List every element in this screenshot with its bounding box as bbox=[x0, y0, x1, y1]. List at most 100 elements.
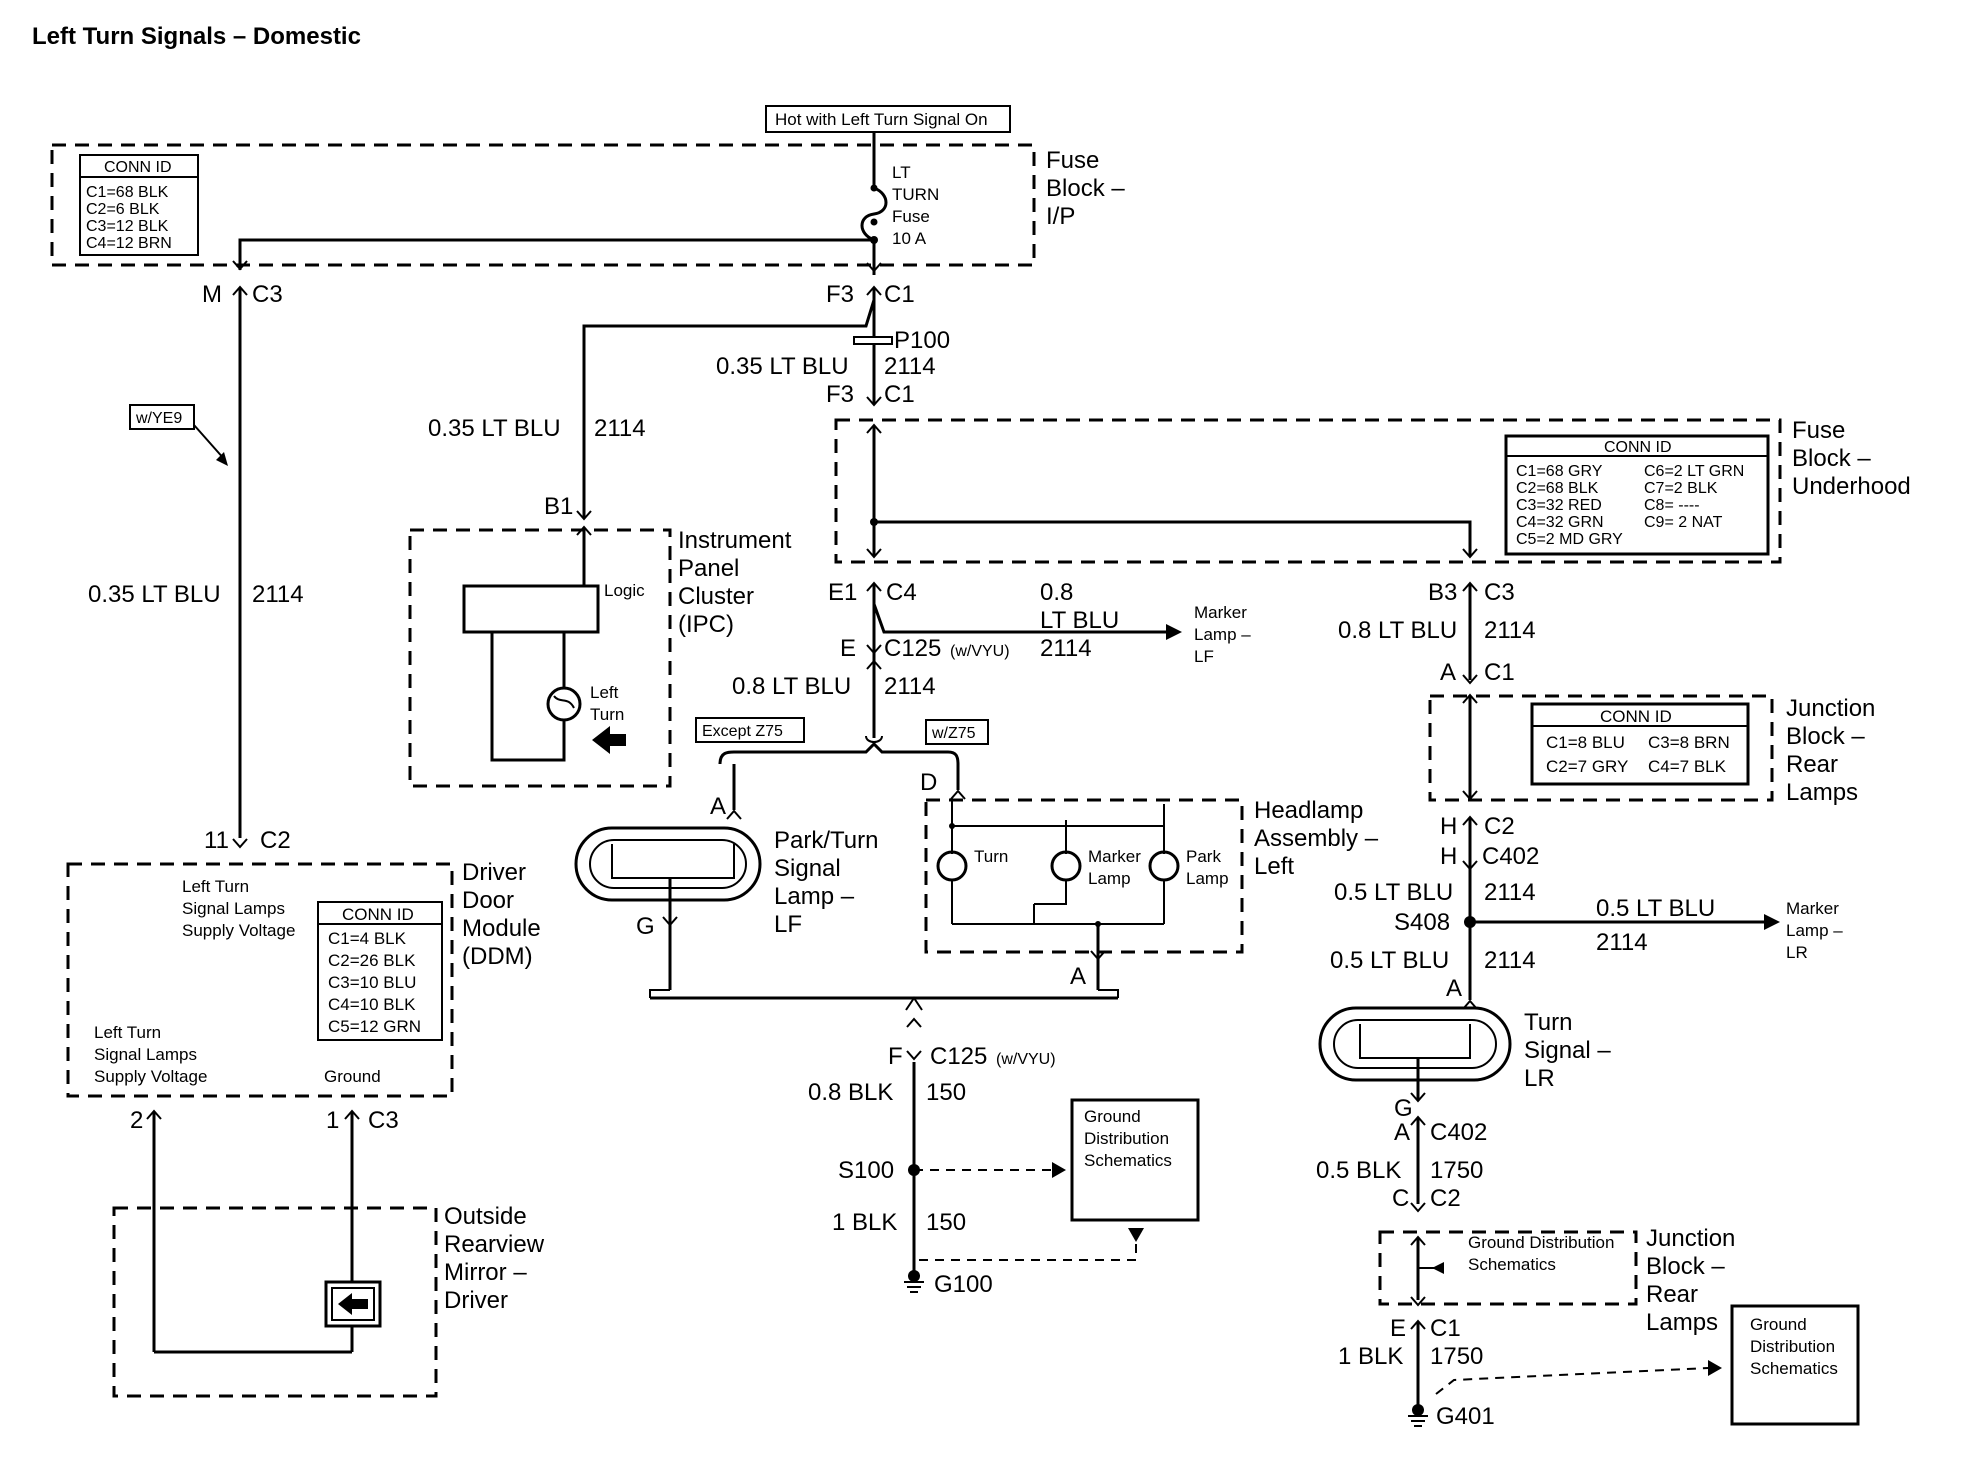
pin-h2: H bbox=[1440, 843, 1457, 870]
conn-c125: C125 bbox=[884, 635, 941, 662]
ground-g401: G401 bbox=[1436, 1403, 1495, 1430]
arrow-left-icon bbox=[592, 726, 626, 754]
ipc-name-2: Panel bbox=[678, 555, 739, 582]
wire-rt3-color: 0.5 LT BLU bbox=[1330, 947, 1449, 974]
conn-c1-top: C1 bbox=[884, 281, 915, 308]
park-turn-lf-name-4: LF bbox=[774, 911, 802, 938]
wire-ddm-color: 0.35 LT BLU bbox=[88, 581, 221, 608]
fuse-block-underhood-name-2: Block – bbox=[1792, 445, 1871, 472]
pin-c: C bbox=[1392, 1185, 1409, 1212]
ddm-label-top-1: Left Turn bbox=[182, 877, 249, 896]
park-turn-lf-name-2: Signal bbox=[774, 855, 841, 882]
pin-a-head: A bbox=[1070, 963, 1086, 990]
wire-rt-color: 0.8 LT BLU bbox=[1338, 617, 1457, 644]
wire-mid-circuit: 2114 bbox=[884, 673, 936, 700]
ipc-logic-box bbox=[462, 584, 600, 634]
ddm-conn-1: C1=4 BLK bbox=[328, 929, 407, 948]
fuse-label-2: TURN bbox=[892, 185, 939, 204]
ipc-name-3: Cluster bbox=[678, 583, 754, 610]
fuse-block-ip-conn-4: C4=12 BRN bbox=[86, 235, 172, 252]
ddm-conn-2: C2=26 BLK bbox=[328, 951, 416, 970]
conn-c4: C4 bbox=[886, 579, 917, 606]
conn-c3-ddm: C3 bbox=[368, 1107, 399, 1134]
ddm-ground: Ground bbox=[324, 1067, 381, 1086]
conn-c3-ip: C3 bbox=[252, 281, 283, 308]
conn-c2-jb2: C2 bbox=[1430, 1185, 1461, 1212]
splice-s100: S100 bbox=[838, 1157, 894, 1184]
pin-a-jb: A bbox=[1440, 659, 1456, 686]
headlamp-marker-2: Lamp bbox=[1088, 869, 1131, 888]
ipc-outline bbox=[408, 528, 672, 788]
park-turn-lf-lamp bbox=[574, 826, 762, 902]
turn-lr-name-3: LR bbox=[1524, 1065, 1555, 1092]
headlamp-outline bbox=[924, 798, 1244, 954]
underhood-conn-l2: C2=68 BLK bbox=[1516, 480, 1599, 497]
ddm-label-top-2: Signal Lamps bbox=[182, 899, 285, 918]
wire-main-top-circuit: 2114 bbox=[884, 353, 936, 380]
splice-s408: S408 bbox=[1394, 909, 1450, 936]
headlamp-name-1: Headlamp bbox=[1254, 797, 1363, 824]
pin-11: 11 bbox=[204, 827, 229, 854]
ground-g100: G100 bbox=[934, 1271, 993, 1298]
marker-lf-1: Marker bbox=[1194, 603, 1247, 622]
arrow-left-icon bbox=[338, 1293, 368, 1315]
wire-rt5-circuit: 1750 bbox=[1430, 1343, 1483, 1370]
jb-rear-bottom-name-1: Junction bbox=[1646, 1225, 1735, 1252]
marker-lf-2: Lamp – bbox=[1194, 625, 1251, 644]
option-ye9: w/YE9 bbox=[135, 410, 182, 427]
pin-g-lr: G bbox=[1394, 1095, 1413, 1122]
wire-mlr-circuit: 2114 bbox=[1596, 929, 1648, 956]
underhood-conn-r2: C7=2 BLK bbox=[1644, 480, 1718, 497]
fuse-block-ip-name-3: I/P bbox=[1046, 203, 1075, 230]
marker-lr-1: Marker bbox=[1786, 899, 1839, 918]
marker-lf-3: LF bbox=[1194, 647, 1214, 666]
wire-gnd2-circuit: 150 bbox=[926, 1209, 966, 1236]
pin-f3-top: F3 bbox=[826, 281, 854, 308]
ddm-name-3: Module bbox=[462, 915, 541, 942]
gds-mid-3: Schematics bbox=[1084, 1151, 1172, 1170]
turn-lr-name-2: Signal – bbox=[1524, 1037, 1611, 1064]
wire-rt2-circuit: 2114 bbox=[1484, 879, 1536, 906]
ddm-conn-title: CONN ID bbox=[342, 905, 414, 924]
fuse-block-underhood-outline bbox=[834, 418, 1782, 564]
jb-rear-top-name-3: Rear bbox=[1786, 751, 1838, 778]
ddm-conn-4: C4=10 BLK bbox=[328, 995, 416, 1014]
wire-ipc-color: 0.35 LT BLU bbox=[428, 415, 561, 442]
headlamp-name-3: Left bbox=[1254, 853, 1294, 880]
pin-2: 2 bbox=[130, 1107, 143, 1134]
bulb-icon bbox=[936, 850, 968, 882]
jb-rear-bottom-name-2: Block – bbox=[1646, 1253, 1725, 1280]
marker-lr-3: LR bbox=[1786, 943, 1808, 962]
ddm-name-4: (DDM) bbox=[462, 943, 533, 970]
pin-h1: H bbox=[1440, 813, 1457, 840]
with-z75: w/Z75 bbox=[931, 725, 976, 742]
gds-right-2: Distribution bbox=[1750, 1337, 1835, 1356]
jb-rear-top-conn-r2: C4=7 BLK bbox=[1648, 757, 1727, 776]
gds-right-3: Schematics bbox=[1750, 1359, 1838, 1378]
mirror-name-2: Rearview bbox=[444, 1231, 545, 1258]
wire-rt2-color: 0.5 LT BLU bbox=[1334, 879, 1453, 906]
pin-1: 1 bbox=[326, 1107, 339, 1134]
fuse-icon bbox=[860, 186, 888, 242]
wire-rt4-color: 0.5 BLK bbox=[1316, 1157, 1401, 1184]
pin-f3-bot: F3 bbox=[826, 381, 854, 408]
fuse-label-1: LT bbox=[892, 163, 911, 182]
conn-c1-jb: C1 bbox=[1484, 659, 1515, 686]
wire-mlf-1: 0.8 bbox=[1040, 579, 1073, 606]
pin-f: F bbox=[888, 1043, 903, 1070]
jb-rear-top-name-1: Junction bbox=[1786, 695, 1875, 722]
headlamp-park-2: Lamp bbox=[1186, 869, 1229, 888]
conn-c2-jb: C2 bbox=[1484, 813, 1515, 840]
jb-rear-bottom-inner-2: Schematics bbox=[1468, 1255, 1556, 1274]
pin-e-jb: E bbox=[1390, 1315, 1406, 1342]
gds-mid-box bbox=[1070, 1098, 1200, 1222]
fuse-label-3: Fuse bbox=[892, 207, 930, 226]
bulb-icon bbox=[1148, 850, 1180, 882]
bulb-icon bbox=[1050, 850, 1082, 882]
pin-g-park: G bbox=[636, 913, 655, 940]
park-turn-lf-name-3: Lamp – bbox=[774, 883, 855, 910]
wire-rt3-circuit: 2114 bbox=[1484, 947, 1536, 974]
conn-c125-b: C125 bbox=[930, 1043, 987, 1070]
turn-lr-name-1: Turn bbox=[1524, 1009, 1572, 1036]
